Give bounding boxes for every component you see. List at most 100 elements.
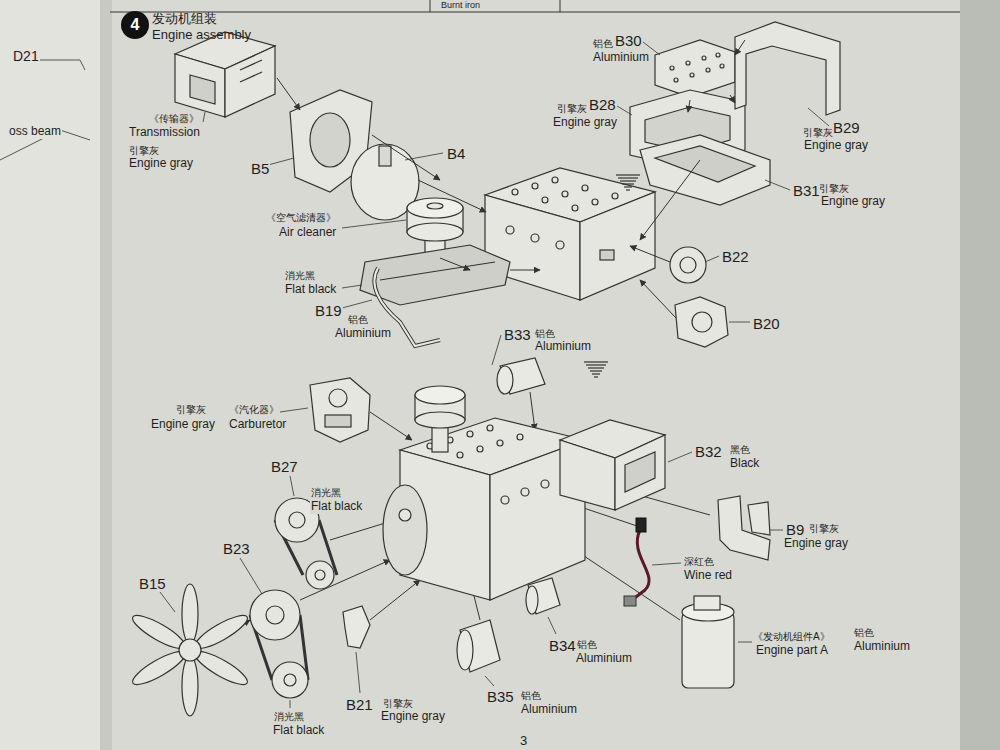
part-label: Aluminium bbox=[534, 340, 592, 354]
assembly-arrow bbox=[620, 180, 636, 181]
cover-parts bbox=[670, 247, 728, 347]
part-name: 《空气滤清器》 bbox=[265, 212, 337, 224]
engine-assembled bbox=[415, 412, 465, 428]
part-label: Flat black bbox=[272, 724, 325, 738]
engine-block-part bbox=[582, 185, 588, 191]
carburetor-part bbox=[310, 378, 370, 442]
pipe-b9-part bbox=[718, 496, 770, 560]
leader-line bbox=[765, 180, 790, 190]
pulley-belt-part bbox=[250, 498, 337, 698]
leader-line bbox=[729, 322, 750, 323]
part-number: B22 bbox=[721, 248, 750, 265]
part-label: 引擎灰 bbox=[808, 523, 840, 535]
engine-block-part bbox=[542, 197, 548, 203]
part-number: B20 bbox=[752, 315, 781, 332]
step-title: 发动机组装 Engine assembly bbox=[152, 11, 252, 42]
explode-line bbox=[730, 95, 735, 103]
pipe-b9-part bbox=[718, 496, 770, 560]
explode-line bbox=[300, 560, 390, 600]
leader-line bbox=[652, 563, 681, 565]
part-number: B31 bbox=[792, 182, 821, 199]
part-label: 铝色 bbox=[853, 627, 875, 639]
cover-parts bbox=[675, 297, 728, 347]
page-ground bbox=[960, 0, 1000, 750]
leader-line bbox=[290, 700, 291, 708]
part-number: B35 bbox=[486, 688, 515, 705]
step-number-circle: 4 bbox=[121, 11, 149, 39]
valve-cover-parts bbox=[674, 78, 678, 82]
explode-line bbox=[418, 180, 486, 212]
engine-block-part bbox=[572, 205, 578, 211]
engine-block-part bbox=[532, 183, 538, 189]
leader-line bbox=[356, 652, 360, 693]
engine-block-part bbox=[556, 241, 564, 249]
cylinder-parts bbox=[343, 606, 370, 648]
transmission-assembled bbox=[615, 435, 665, 510]
cover-parts bbox=[692, 312, 712, 332]
part-label: Transmission bbox=[128, 126, 201, 140]
part-label: Engine gray bbox=[128, 157, 194, 171]
manifold-part bbox=[360, 245, 510, 305]
assembly-arrow bbox=[626, 189, 630, 190]
part-label: Burnt iron bbox=[440, 0, 481, 10]
engine-block-part bbox=[600, 250, 614, 260]
engine-assembled bbox=[415, 386, 465, 404]
explode-line bbox=[372, 135, 440, 180]
assembly-arrow bbox=[588, 367, 604, 368]
cylinder-parts bbox=[497, 366, 513, 394]
fan-part bbox=[129, 584, 251, 716]
leader-line bbox=[203, 112, 205, 122]
part-number: B34 bbox=[548, 637, 577, 654]
part-label: Engine gray bbox=[552, 116, 618, 130]
step-number: 4 bbox=[131, 16, 140, 34]
engine-block-part bbox=[485, 168, 655, 300]
part-number: B9 bbox=[785, 521, 805, 538]
part-label: 深红色 bbox=[683, 556, 715, 568]
leader-line bbox=[668, 452, 692, 462]
air-cleaner-part bbox=[427, 203, 443, 209]
page-ground bbox=[110, 12, 960, 13]
engine-block-part bbox=[612, 193, 618, 199]
part-number: B28 bbox=[588, 96, 617, 113]
part-number: B32 bbox=[694, 443, 723, 460]
engine-block-part bbox=[512, 189, 518, 195]
flywheel-part bbox=[379, 146, 391, 166]
part-label: Flat black bbox=[310, 500, 363, 514]
part-label: 引擎灰 bbox=[128, 145, 160, 157]
valve-cover-parts bbox=[720, 64, 724, 68]
engine-assembled bbox=[383, 485, 427, 575]
explode-line bbox=[510, 270, 540, 271]
cover-parts bbox=[680, 257, 696, 273]
part-name: 《发动机组件A》 bbox=[752, 631, 831, 643]
part-number: B5 bbox=[250, 160, 270, 177]
part-label: Aluminium bbox=[520, 703, 578, 717]
engine-assembled bbox=[501, 496, 509, 504]
leader-line bbox=[290, 476, 294, 496]
part-label: 铝色 bbox=[592, 38, 614, 50]
assembly-arrow bbox=[584, 175, 640, 377]
pipe-b9-part bbox=[748, 502, 770, 535]
transmission-part bbox=[240, 72, 262, 82]
valve-cover-parts bbox=[670, 66, 674, 70]
pulley-belt-part bbox=[266, 606, 284, 624]
explode-line bbox=[215, 40, 745, 640]
assembly-arrow bbox=[584, 361, 608, 362]
valve-cover-parts bbox=[706, 68, 710, 72]
transmission-assembled bbox=[560, 440, 615, 510]
pulley-belt-part bbox=[315, 570, 325, 580]
part-number: B19 bbox=[314, 302, 343, 319]
engine-assembled bbox=[487, 425, 493, 431]
explode-line bbox=[277, 78, 300, 110]
part-label: 铝色 bbox=[576, 639, 598, 651]
wire-part bbox=[624, 518, 649, 606]
explode-line bbox=[440, 258, 470, 270]
part-number: B29 bbox=[832, 119, 861, 136]
air-cleaner-part bbox=[407, 223, 463, 241]
part-label: 黑色 bbox=[729, 444, 751, 456]
part-label: 引擎灰 bbox=[556, 103, 588, 115]
leader-line bbox=[617, 106, 632, 115]
engine-block-part bbox=[552, 177, 558, 183]
leader-line bbox=[160, 592, 175, 612]
leader-line bbox=[492, 335, 501, 365]
